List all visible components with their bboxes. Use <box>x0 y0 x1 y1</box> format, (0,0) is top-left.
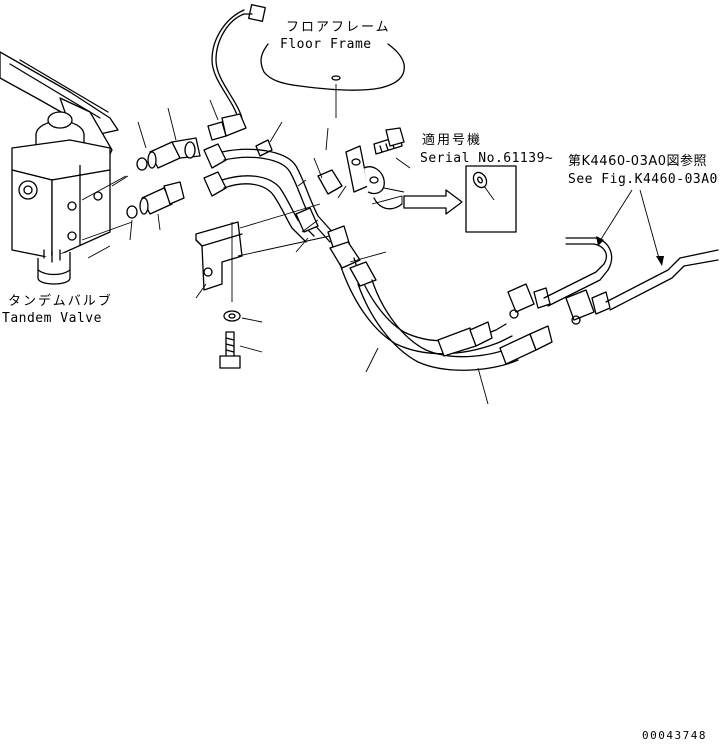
bolt-icon <box>373 127 405 155</box>
hose-icon <box>203 143 553 371</box>
fitting-icon <box>507 237 719 325</box>
bracket-icon <box>195 203 331 302</box>
o-ring-icon <box>126 157 148 219</box>
serial-label-jp: 適用号機 <box>422 133 483 148</box>
floor-frame-outline <box>260 43 405 118</box>
floor-frame-label-jp: フロアフレーム <box>286 20 391 35</box>
tandem-valve-label-en: Tandem Valve <box>2 311 102 326</box>
serial-label-en: Serial No.61139~ <box>420 151 554 166</box>
drawing-number: 00043748 <box>642 729 707 742</box>
fitting-icon <box>255 121 283 157</box>
tandem-valve-icon <box>0 51 119 285</box>
reference-label-en: See Fig.K4460-03A0 <box>568 172 718 187</box>
arrow-icon <box>371 189 463 215</box>
floor-frame-label-en: Floor Frame <box>280 37 372 52</box>
washer-icon <box>223 310 263 323</box>
tandem-valve-label-jp: タンデムバルブ <box>8 294 113 309</box>
serial-detail-box <box>465 165 517 233</box>
fitting-icon <box>139 137 201 215</box>
bolt-icon <box>219 331 263 369</box>
reference-label-jp: 第K4460-03A0図参照 <box>568 154 708 169</box>
clamp-icon <box>317 145 385 195</box>
electrical-connector-icon <box>207 4 266 141</box>
